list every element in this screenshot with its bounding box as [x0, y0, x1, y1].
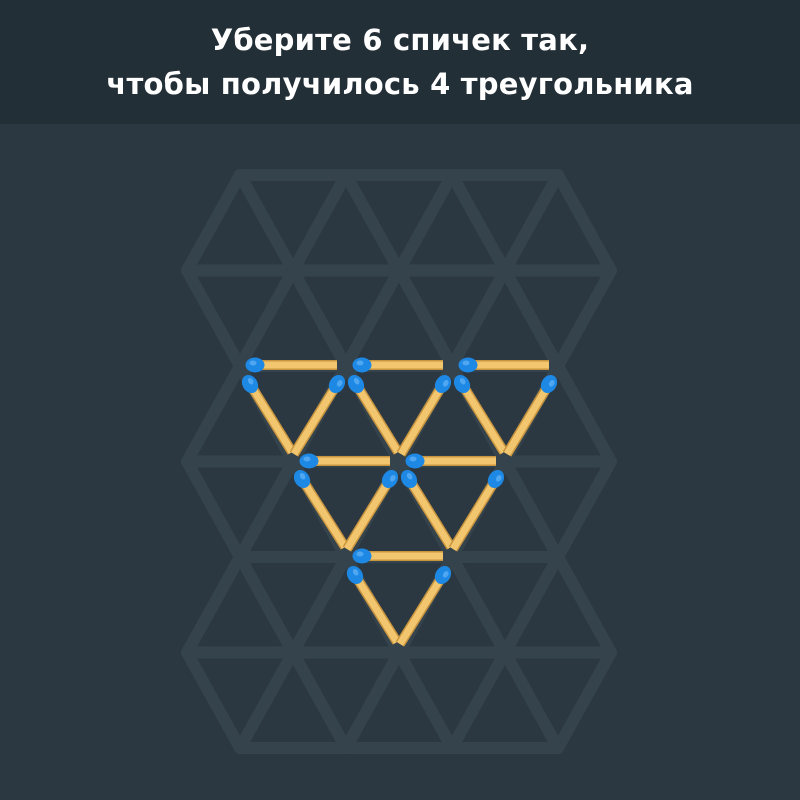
ghost-match: [340, 169, 405, 277]
match-row1-tri1-right[interactable]: [289, 372, 348, 457]
match-row3-tri-right[interactable]: [395, 563, 454, 647]
ghost-match: [393, 169, 458, 277]
ghost-match: [499, 646, 564, 754]
ghost-match: [340, 646, 405, 754]
match-stick: [344, 477, 393, 551]
match-head-highlight: [352, 568, 359, 576]
ghost-match: [181, 551, 246, 659]
ghost-match: [552, 646, 617, 754]
match-head-highlight: [389, 475, 396, 482]
match-head-highlight: [462, 360, 470, 366]
match-row1-tri3-right[interactable]: [502, 372, 560, 457]
match-head-highlight: [442, 571, 449, 578]
ghost-grid: [181, 169, 617, 754]
matches-layer: [239, 357, 560, 647]
ghost-match: [446, 264, 511, 372]
match-row2-tri1-left[interactable]: [291, 467, 350, 550]
match-stick: [299, 477, 348, 549]
ghost-match: [552, 551, 617, 659]
ghost-match: [181, 264, 246, 372]
ghost-match: [446, 551, 511, 659]
match-head-highlight: [442, 380, 449, 387]
match-stick: [353, 382, 401, 454]
match-head-highlight: [303, 456, 311, 462]
match-head-highlight: [406, 472, 413, 480]
match-stick: [397, 573, 446, 646]
match-middle-left[interactable]: [299, 453, 391, 469]
ghost-match: [287, 551, 352, 659]
ghost-match: [552, 455, 617, 563]
ghost-match: [234, 264, 299, 372]
ghost-match: [552, 360, 617, 468]
ghost-match: [287, 169, 352, 277]
ghost-match: [552, 264, 617, 372]
match-row3-tri-left[interactable]: [344, 563, 402, 645]
ghost-match: [181, 169, 246, 277]
match-stick: [291, 382, 340, 456]
match-row1-tri2-right[interactable]: [396, 372, 454, 457]
ghost-match: [181, 360, 246, 468]
match-head-highlight: [336, 380, 343, 387]
ghost-match: [234, 169, 299, 277]
match-head-highlight: [356, 360, 364, 366]
ghost-match: [499, 169, 564, 277]
match-head-highlight: [299, 472, 306, 480]
ghost-match: [552, 169, 617, 277]
match-top-middle[interactable]: [352, 357, 444, 373]
match-stick: [503, 382, 553, 456]
match-top-right[interactable]: [458, 357, 550, 373]
puzzle-header: Уберите 6 спичек так, чтобы получилось 4…: [0, 0, 800, 124]
ghost-match: [234, 551, 299, 659]
match-head-highlight: [409, 456, 417, 462]
match-row2-tri2-right[interactable]: [448, 467, 507, 552]
ghost-match: [181, 455, 246, 563]
ghost-match: [446, 646, 511, 754]
match-stick: [397, 382, 447, 456]
match-row2-tri1-right[interactable]: [342, 467, 401, 552]
ghost-match: [446, 169, 511, 277]
match-stick: [247, 382, 295, 454]
match-stick: [406, 477, 454, 549]
match-middle-right[interactable]: [405, 453, 497, 469]
match-head-highlight: [353, 377, 360, 385]
ghost-match: [393, 646, 458, 754]
match-stick: [450, 477, 499, 551]
match-row1-tri2-left[interactable]: [345, 372, 403, 455]
match-top-left[interactable]: [245, 357, 338, 373]
ghost-match: [393, 264, 458, 372]
match-row1-tri1-left[interactable]: [239, 372, 297, 455]
ghost-match: [234, 455, 299, 563]
ghost-match: [340, 264, 405, 372]
ghost-match: [234, 646, 299, 754]
match-row1-tri3-left[interactable]: [451, 372, 509, 455]
match-head-highlight: [247, 377, 254, 385]
match-stick: [459, 382, 507, 454]
match-head-highlight: [459, 377, 466, 385]
ghost-match: [181, 646, 246, 754]
puzzle-title-line-2: чтобы получилось 4 треугольника: [106, 67, 694, 101]
ghost-match: [287, 646, 352, 754]
ghost-match: [499, 264, 564, 372]
match-stick: [352, 573, 400, 644]
match-row2-tri2-left[interactable]: [398, 467, 456, 550]
match-head-highlight: [548, 380, 555, 387]
match-head-highlight: [356, 551, 364, 557]
puzzle-title-line-1: Уберите 6 спичек так,: [210, 23, 590, 57]
ghost-match: [287, 264, 352, 372]
match-bottom-horizontal[interactable]: [352, 548, 444, 564]
ghost-match: [499, 551, 564, 659]
match-head-highlight: [249, 360, 257, 366]
ghost-match: [499, 455, 564, 563]
match-head-highlight: [495, 475, 502, 482]
